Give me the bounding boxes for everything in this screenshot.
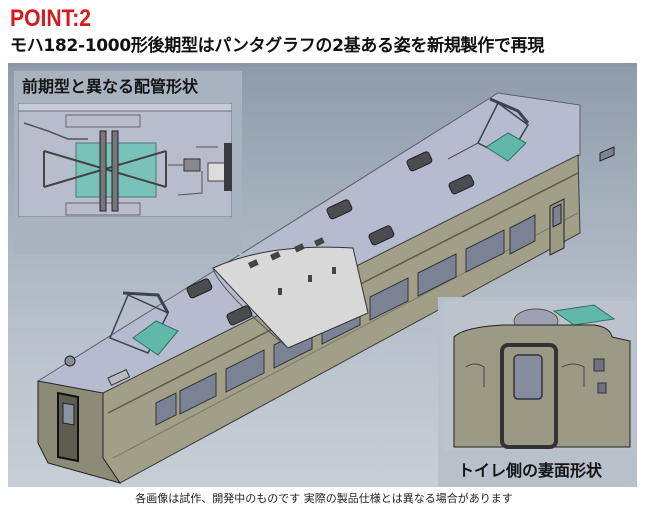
train-car-illustration <box>37 92 615 484</box>
inset-piping-detail: 前期型と異なる配管形状 <box>14 71 242 255</box>
disclaimer-note: 各画像は試作、開発中のものです 実際の製品仕様とは異なる場合があります <box>135 492 513 505</box>
inset-end-face-detail: トイレ側の妻面形状 <box>438 297 637 487</box>
divider <box>8 63 637 67</box>
piping-top-view-drawing <box>18 103 232 217</box>
inset-right-caption: トイレ側の妻面形状 <box>458 461 603 480</box>
pantograph-front <box>109 291 179 356</box>
inset-left-caption: 前期型と異なる配管形状 <box>22 77 199 96</box>
pantograph-rear <box>447 97 530 162</box>
point-label: POINT:2 <box>10 5 91 32</box>
toilet-side-end-face-drawing <box>444 301 634 451</box>
illustration-panel: 前期型と異なる配管形状 <box>8 63 637 487</box>
headline: モハ182-1000形後期型はパンタグラフの2基ある姿を新規製作で再現 <box>10 36 545 56</box>
